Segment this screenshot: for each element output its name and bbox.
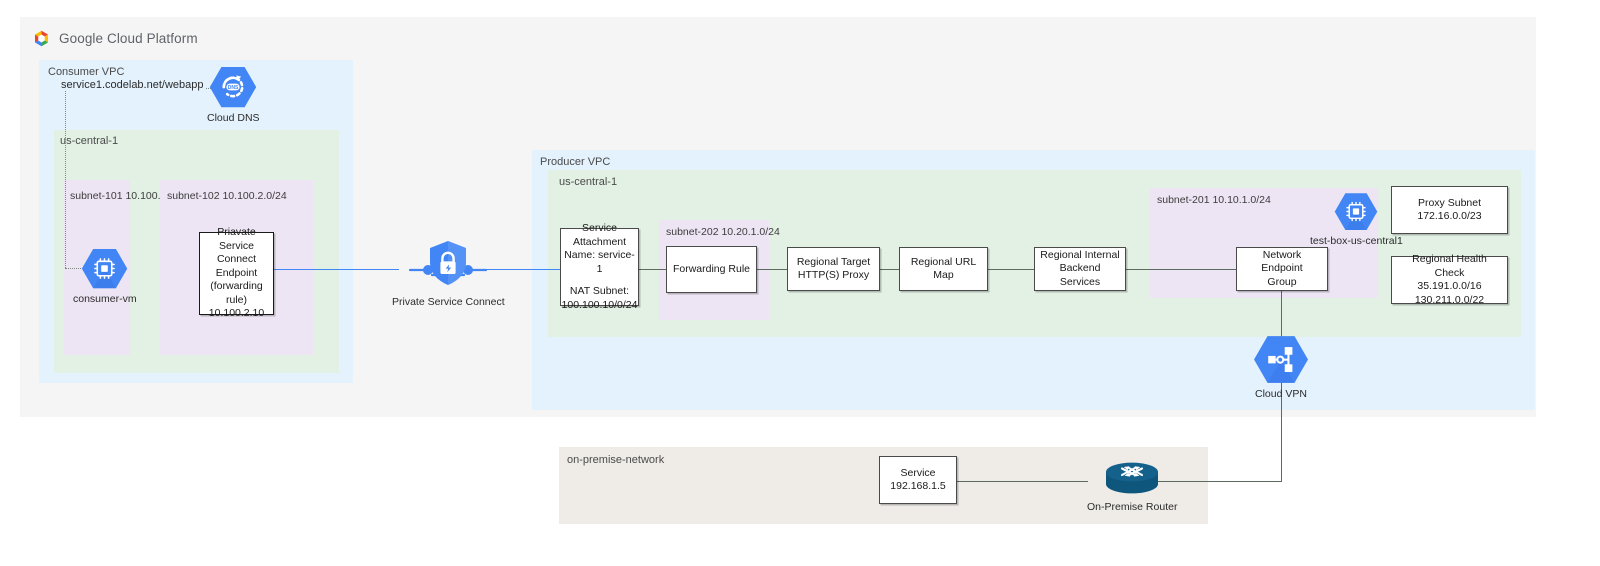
cloud-dns-caption: Cloud DNS	[207, 112, 260, 124]
network-endpoint-group-box[interactable]: Network Endpoint Group	[1236, 247, 1328, 291]
wire-vpn-to-router	[1145, 481, 1282, 483]
subnet-102-label: subnet-102 10.100.2.0/24	[167, 190, 287, 202]
subnet-202-label: subnet-202 10.20.1.0/24	[666, 226, 780, 238]
wire-sa-to-fr	[639, 269, 666, 271]
dns-path-to-vm	[65, 268, 89, 269]
google-cloud-platform-hexagon-logo	[32, 29, 51, 48]
service-attachment-box[interactable]: Service Attachment Name: service-1 NAT S…	[560, 222, 639, 311]
private-service-connect-node[interactable]: Private Service Connect	[392, 239, 505, 309]
cloud-dns-node[interactable]: DNS Cloud DNS	[207, 66, 260, 125]
wire-psc-to-service-attachment	[462, 269, 560, 271]
svg-text:DNS: DNS	[228, 85, 239, 91]
consumer-region-label: us-central-1	[60, 135, 119, 147]
private-service-connect-shield-icon	[408, 239, 488, 293]
regional-backend-services-box[interactable]: Regional Internal Backend Services	[1034, 247, 1126, 291]
subnet-201-label: subnet-201 10.10.1.0/24	[1157, 194, 1271, 206]
psc-endpoint-box[interactable]: Priavate Service Connect Endpoint (forwa…	[199, 226, 274, 319]
consumer-vpc-label: Consumer VPC	[48, 66, 125, 78]
compute-engine-vm-icon	[1334, 192, 1378, 232]
private-service-connect-caption: Private Service Connect	[392, 296, 505, 308]
producer-vpc-label: Producer VPC	[540, 156, 611, 168]
gcp-header: Google Cloud Platform	[32, 26, 198, 50]
cloud-vpn-icon	[1253, 335, 1309, 385]
regional-url-map-box[interactable]: Regional URL Map	[899, 247, 988, 291]
on-premise-service-box[interactable]: Service 192.168.1.5	[879, 456, 957, 504]
wire-neg-to-vpn	[1281, 291, 1283, 341]
on-premise-router-caption: On-Premise Router	[1087, 501, 1178, 513]
on-premise-router-icon	[1104, 462, 1160, 498]
test-box-node[interactable]: test-box-us-central1	[1310, 192, 1403, 248]
on-premise-network-label: on-premise-network	[567, 454, 665, 466]
wire-endpoint-to-psc	[274, 269, 399, 271]
cloud-vpn-caption: Cloud VPN	[1255, 388, 1307, 400]
dns-record-label: service1.codelab.net/webapp	[59, 79, 206, 91]
proxy-subnet-box[interactable]: Proxy Subnet 172.16.0.0/23	[1391, 186, 1508, 234]
regional-health-check-box[interactable]: Regional Health Check 35.191.0.0/16 130.…	[1391, 253, 1508, 306]
compute-engine-vm-icon	[81, 248, 128, 290]
consumer-vm-node[interactable]: consumer-vm	[73, 248, 137, 306]
cloud-vpn-node[interactable]: Cloud VPN	[1253, 335, 1309, 401]
wire-proxy-to-urlmap	[880, 269, 899, 271]
forwarding-rule-box[interactable]: Forwarding Rule	[666, 246, 757, 293]
wire-urlmap-to-backend	[988, 269, 1034, 271]
test-box-caption: test-box-us-central1	[1310, 235, 1403, 247]
dns-path-vertical	[65, 88, 66, 268]
producer-region-label: us-central-1	[559, 176, 618, 188]
wire-fr-to-proxy	[757, 269, 787, 271]
consumer-vm-caption: consumer-vm	[73, 293, 137, 305]
wire-backend-to-neg	[1126, 269, 1236, 271]
wire-service-to-router	[957, 481, 1088, 483]
wire-vpn-down	[1281, 381, 1283, 481]
gcp-title: Google Cloud Platform	[59, 30, 198, 46]
on-premise-router-node[interactable]: On-Premise Router	[1087, 462, 1177, 514]
cloud-dns-icon: DNS	[209, 66, 257, 109]
regional-target-proxy-box[interactable]: Regional Target HTTP(S) Proxy	[787, 247, 880, 291]
